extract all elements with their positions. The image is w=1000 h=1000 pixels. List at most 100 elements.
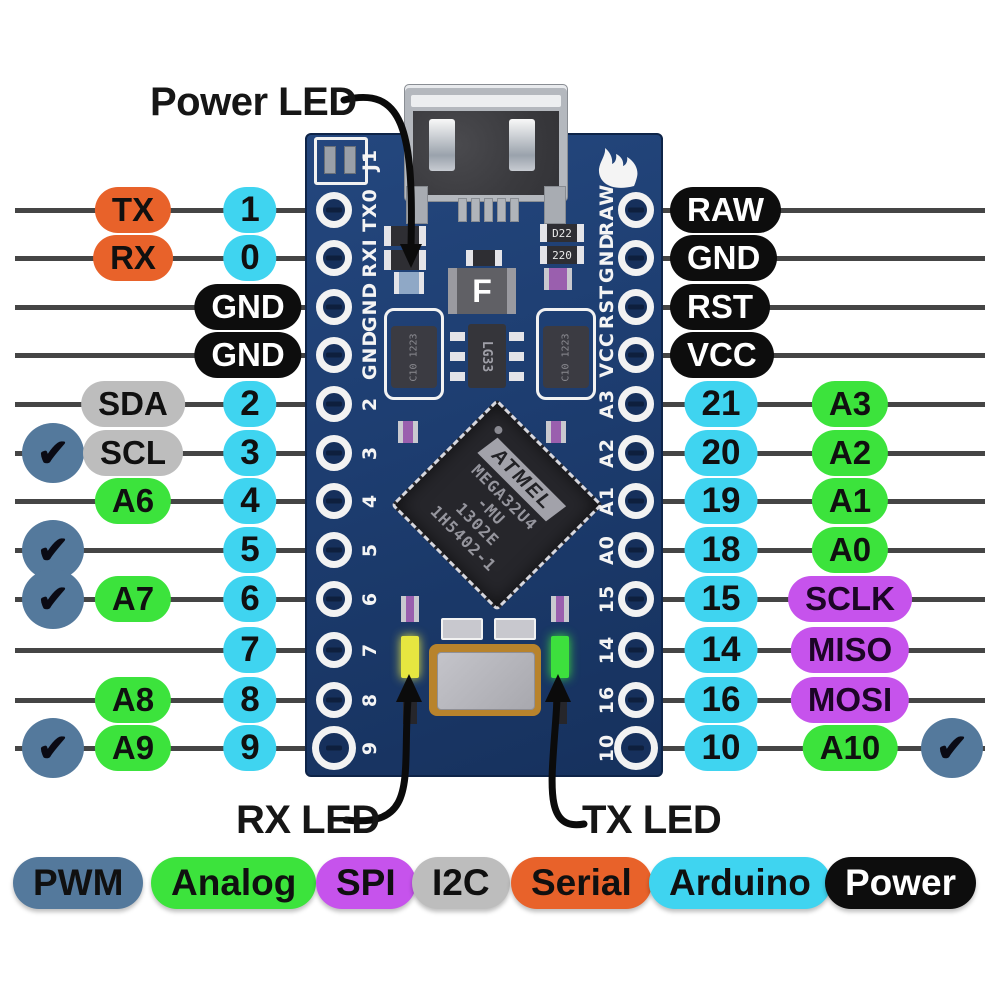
- pwm-check-icon: ✔: [22, 423, 84, 483]
- pin-hole-slot: [326, 450, 342, 456]
- regulator-pad: [509, 332, 524, 341]
- pin-number-pill-0: 0: [223, 235, 277, 281]
- pin-function-pill-a0: A0: [811, 527, 889, 573]
- silk-label-right: 14: [596, 635, 618, 665]
- pin-hole: [316, 240, 352, 276]
- pin-hole: [618, 386, 654, 422]
- silk-label-left: 3: [359, 445, 381, 461]
- pin-hole-slot: [326, 547, 342, 553]
- silk-label-left: 5: [359, 542, 381, 558]
- pin-number-pill-20: 20: [684, 430, 758, 476]
- pin-function-pill-miso: MISO: [790, 627, 910, 673]
- pin-hole-slot: [628, 596, 644, 602]
- pin-number-pill-7: 7: [223, 627, 277, 673]
- pin-hole: [316, 289, 352, 325]
- silk-label-left: 7: [359, 642, 381, 658]
- pin-hole: [316, 192, 352, 228]
- pin-wire: [663, 208, 985, 213]
- pin-function-pill-sclk: SCLK: [788, 576, 912, 622]
- pin-number-pill-16: 16: [684, 677, 758, 723]
- pin-hole: [316, 532, 352, 568]
- pin-number-pill-14: 14: [684, 627, 758, 673]
- pin-hole: [618, 289, 654, 325]
- pin-hole-slot: [628, 547, 644, 553]
- pin-function-pill-a9: A9: [94, 725, 172, 771]
- pin-hole: [618, 532, 654, 568]
- j1-pad: [344, 146, 356, 174]
- silk-label-left: GND: [359, 281, 381, 333]
- smd-resistor: [384, 250, 426, 270]
- pin-wire: [663, 256, 985, 261]
- pin-function-pill-a8: A8: [94, 677, 172, 723]
- pin-hole: [316, 632, 352, 668]
- pin-number-pill-8: 8: [223, 677, 277, 723]
- pin-hole: [312, 726, 356, 770]
- pin-hole: [316, 682, 352, 718]
- silk-label-left: 8: [359, 692, 381, 708]
- pin-number-pill-10: 10: [684, 725, 758, 771]
- smd-resistor: [403, 694, 417, 724]
- pin-hole: [614, 726, 658, 770]
- silk-label-right: A0: [596, 535, 618, 565]
- pin-function-pill-a10: A10: [802, 725, 898, 771]
- pin-number-pill-18: 18: [684, 527, 758, 573]
- usb-slot-left: [429, 119, 455, 171]
- pin-wire: [663, 305, 985, 310]
- pin-hole: [618, 581, 654, 617]
- pin-number-pill-21: 21: [684, 381, 758, 427]
- usb-pin: [484, 198, 493, 222]
- tx-led: [551, 636, 569, 678]
- voltage-regulator-lg33: LG33: [468, 324, 506, 388]
- capacitor-c10-right: C10 1223: [543, 326, 589, 388]
- pin-wire: [663, 353, 985, 358]
- regulator-pad: [509, 352, 524, 361]
- usb-pin: [497, 198, 506, 222]
- pwm-check-icon: ✔: [22, 718, 84, 778]
- load-capacitor: [494, 618, 536, 640]
- legend-item-arduino: Arduino: [649, 857, 831, 909]
- j1-pad: [324, 146, 336, 174]
- pin-wire: [15, 548, 305, 553]
- silk-label-right: A2: [596, 438, 618, 468]
- pin-number-pill-4: 4: [223, 478, 277, 524]
- pwm-check-icon: ✔: [921, 718, 983, 778]
- pin-hole-slot: [326, 647, 342, 653]
- pin-wire: [15, 353, 305, 358]
- pin-hole: [618, 192, 654, 228]
- capacitor-c10-left: C10 1223: [391, 326, 437, 388]
- pin-hole-slot: [628, 450, 644, 456]
- pin-hole-slot: [628, 352, 644, 358]
- silk-label-right: 16: [596, 685, 618, 715]
- pin-function-pill-raw: RAW: [670, 187, 781, 233]
- silk-label-right: RST: [596, 284, 618, 330]
- chip-pin1-dot: [492, 424, 505, 436]
- legend-item-analog: Analog: [151, 857, 317, 909]
- rx-led-callout: RX LED: [236, 798, 380, 842]
- legend-item-pwm: PWM: [13, 857, 144, 909]
- pin-hole: [618, 240, 654, 276]
- pin-hole-slot: [326, 498, 342, 504]
- cap-bracket-left: [384, 308, 444, 400]
- usb-pin: [471, 198, 480, 222]
- pin-function-pill-rst: RST: [670, 284, 770, 330]
- smd-diode: [466, 250, 502, 266]
- silk-label-left: TX0: [359, 188, 381, 232]
- pin-hole: [618, 682, 654, 718]
- pin-function-pill-rx: RX: [93, 235, 173, 281]
- pin-function-pill-gnd: GND: [670, 235, 778, 281]
- crystal-oscillator: [429, 644, 541, 716]
- pin-function-pill-vcc: VCC: [670, 332, 774, 378]
- legend-item-power: Power: [825, 857, 977, 909]
- silk-label-left: RXI: [359, 238, 381, 278]
- regulator-pad: [450, 332, 465, 341]
- tantalum-cap: [546, 421, 566, 443]
- silk-label-right: RAW: [596, 183, 618, 237]
- pin-hole-slot: [628, 647, 644, 653]
- usb-slot-right: [509, 119, 535, 171]
- tantalum-cap: [551, 596, 569, 622]
- pin-hole-slot: [628, 498, 644, 504]
- silk-label-left: 9: [359, 740, 381, 756]
- power-led-callout: Power LED: [150, 80, 357, 124]
- pin-hole-slot: [628, 207, 644, 213]
